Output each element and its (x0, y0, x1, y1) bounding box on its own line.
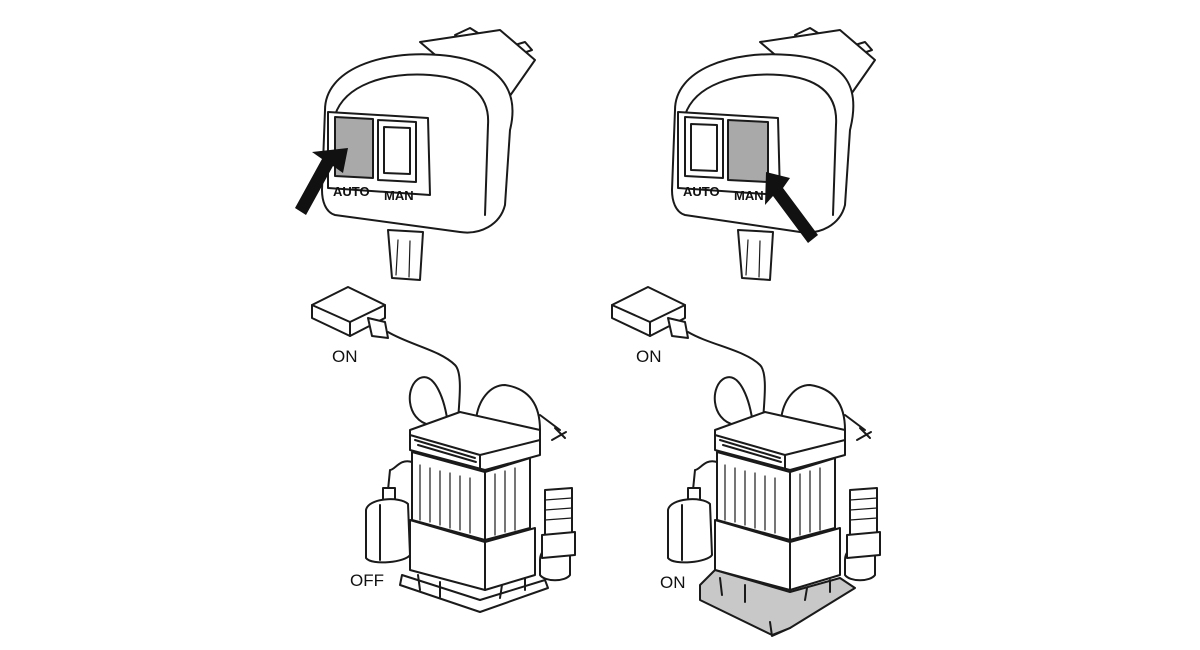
pump-body (365, 376, 576, 613)
man-label: MAN (734, 188, 764, 203)
float-switch-bottom (365, 498, 411, 564)
panel-auto: AUTO MAN ON (295, 27, 576, 613)
auto-label: AUTO (333, 184, 370, 199)
arrow-icon (765, 172, 818, 243)
plug-adapter: AUTO MAN (295, 27, 536, 281)
pump-base (699, 569, 856, 636)
man-button[interactable] (377, 119, 417, 183)
pump-base (399, 574, 549, 613)
float-bottom-label: ON (660, 573, 686, 592)
auto-button[interactable] (684, 116, 724, 179)
float-top-label: ON (332, 347, 358, 366)
auto-label: AUTO (683, 184, 720, 199)
float-switch-top (611, 286, 766, 421)
plug-adapter: AUTO MAN (671, 27, 876, 281)
panel-man: AUTO MAN ON (611, 27, 881, 637)
pump-body (667, 376, 881, 637)
float-top-label: ON (636, 347, 662, 366)
man-label: MAN (384, 188, 414, 203)
arrow-icon (295, 148, 348, 215)
man-button[interactable] (727, 119, 769, 183)
float-switch-top (311, 286, 461, 421)
float-bottom-label: OFF (350, 571, 384, 590)
float-switch-bottom (667, 498, 713, 564)
